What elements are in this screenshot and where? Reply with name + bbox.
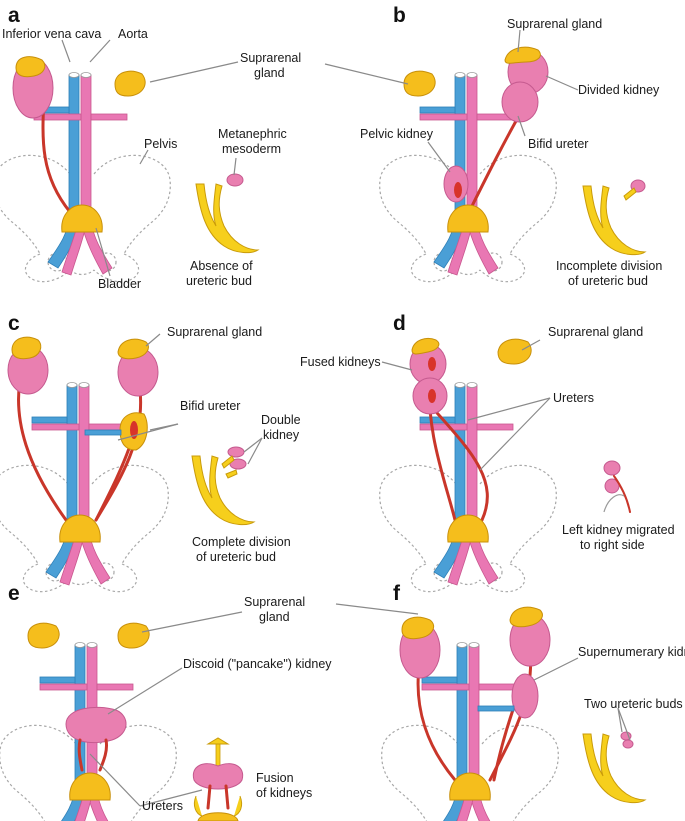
panel-d-letter: d (393, 312, 406, 335)
panel-e: e Suprarenal gland Discoid ("pancake") k… (0, 582, 332, 821)
panel-b: b Suprarenal gland Divided kidney Pelvic… (324, 4, 662, 288)
label-suprarenal-e-1: Suprarenal (244, 595, 305, 609)
label-divided-kidney: Divided kidney (578, 83, 660, 97)
label-suprarenal-a-2: gland (254, 66, 285, 80)
label-suprarenal-d: Suprarenal gland (548, 325, 643, 339)
label-metanephric-1: Metanephric (218, 127, 287, 141)
caption-b-2: of ureteric bud (568, 274, 648, 288)
label-bifid-ureter-b: Bifid ureter (528, 137, 588, 151)
label-fusion-2: of kidneys (256, 786, 312, 800)
caption-a-2: ureteric bud (186, 274, 252, 288)
panel-e-letter: e (8, 582, 20, 605)
label-two-ureteric-buds: Two ureteric buds (584, 697, 683, 711)
label-discoid-kidney: Discoid ("pancake") kidney (183, 657, 332, 671)
label-suprarenal-b: Suprarenal gland (507, 17, 602, 31)
panel-c-letter: c (8, 312, 20, 335)
label-double-kidney-2: kidney (263, 428, 300, 442)
label-ureters-e: Ureters (142, 799, 183, 813)
label-ureters-d: Ureters (553, 391, 594, 405)
label-suprarenal-a-1: Suprarenal (240, 51, 301, 65)
panel-f: f Supernumerary kidney Two ureteric buds (335, 582, 685, 821)
caption-b-1: Incomplete division (556, 259, 662, 273)
caption-d-1: Left kidney migrated (562, 523, 675, 537)
label-suprarenal-e-2: gland (259, 610, 290, 624)
label-double-kidney-1: Double (261, 413, 301, 427)
label-supernumerary-kidney: Supernumerary kidney (578, 645, 685, 659)
label-pelvic-kidney: Pelvic kidney (360, 127, 434, 141)
label-fusion-1: Fusion (256, 771, 294, 785)
label-fused-kidneys: Fused kidneys (300, 355, 381, 369)
caption-c-2: of ureteric bud (196, 550, 276, 564)
label-inferior-vena-cava: Inferior vena cava (2, 27, 101, 41)
panel-a-letter: a (8, 4, 20, 27)
caption-d-2: to right side (580, 538, 645, 552)
label-pelvis: Pelvis (144, 137, 177, 151)
caption-a-1: Absence of (190, 259, 253, 273)
caption-c-1: Complete division (192, 535, 291, 549)
label-bladder: Bladder (98, 277, 141, 291)
panel-c: c Suprarenal gland Bifid ureter Double k… (0, 312, 301, 593)
panel-f-letter: f (393, 582, 401, 605)
panel-b-letter: b (393, 4, 406, 27)
panel-d: d Suprarenal gland Fused kidneys Ureters… (300, 312, 675, 593)
label-suprarenal-c: Suprarenal gland (167, 325, 262, 339)
label-metanephric-2: mesoderm (222, 142, 281, 156)
panel-a: a Inferior vena cava Aorta Suprarenal gl… (0, 4, 301, 291)
label-bifid-ureter-c: Bifid ureter (180, 399, 240, 413)
label-aorta: Aorta (118, 27, 148, 41)
